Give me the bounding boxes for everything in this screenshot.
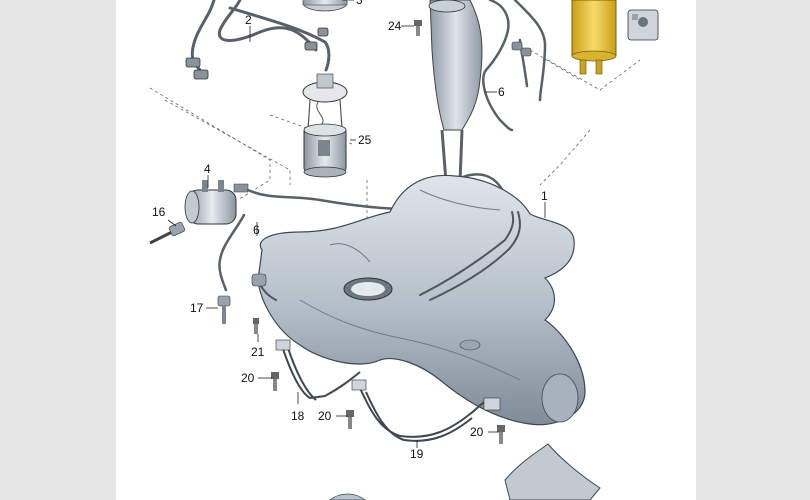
tank-strap-18 — [281, 345, 361, 401]
bolt-20-middle — [346, 410, 354, 429]
callout-6-middle: 6 — [253, 223, 260, 237]
callout-3: 3 — [356, 0, 363, 7]
leader-lines — [167, 0, 546, 448]
fuel-filter-4 — [184, 180, 249, 225]
callout-19: 19 — [410, 447, 424, 461]
fuel-line-fitting-16 — [149, 221, 186, 245]
callout-25: 25 — [358, 133, 372, 147]
callout-20-left: 20 — [241, 371, 255, 385]
mounting-bracket — [627, 9, 659, 41]
callout-16: 16 — [152, 205, 166, 219]
callout-4: 4 — [204, 162, 211, 176]
connector-17 — [217, 295, 231, 324]
filler-neck — [428, 0, 483, 183]
bolt-21 — [253, 318, 259, 334]
fuel-pump-cap — [302, 0, 348, 12]
callout-18: 18 — [291, 409, 305, 423]
callout-labels: 2 3 24 6 25 4 1 16 6 17 21 20 18 20 20 1… — [152, 0, 548, 461]
bolt-20-left — [271, 372, 279, 391]
bolt-20-right — [497, 425, 505, 444]
callout-6-upper: 6 — [498, 85, 505, 99]
strap-19-brackets — [351, 379, 501, 411]
callout-24: 24 — [388, 19, 402, 33]
callout-17: 17 — [190, 301, 204, 315]
partial-part-bottom — [329, 493, 366, 500]
activated-carbon-canister — [571, 0, 617, 75]
vent-pipe-connectors — [511, 41, 532, 57]
callout-1: 1 — [541, 189, 548, 203]
tank-connector — [251, 273, 267, 287]
pipe-2-connectors — [185, 27, 329, 80]
fuel-tank-1 — [257, 174, 586, 426]
heat-shield — [504, 443, 601, 500]
strap-18-bracket — [275, 339, 291, 351]
pipe-assembly-2 — [190, 0, 331, 72]
fuel-sender-unit-25 — [302, 73, 348, 178]
callout-2: 2 — [245, 13, 252, 27]
tank-strap-19 — [359, 387, 489, 442]
bolt-24 — [414, 20, 422, 36]
callout-20-middle: 20 — [318, 409, 332, 423]
vent-pipes-6 — [482, 0, 547, 132]
callout-20-right: 20 — [470, 425, 484, 439]
callout-21: 21 — [251, 345, 265, 359]
